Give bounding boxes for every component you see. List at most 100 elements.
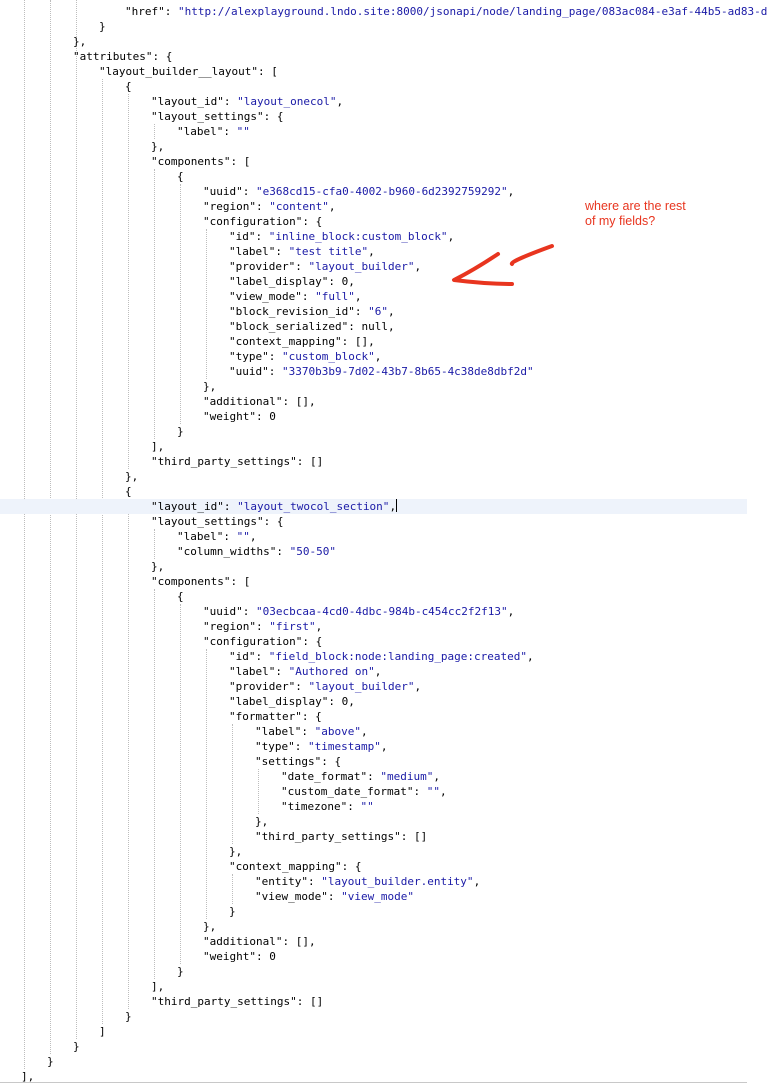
json-token: :: [307, 875, 322, 888]
code-line-content: "custom_date_format": "",: [281, 784, 447, 799]
code-line: "provider": "layout_builder",: [0, 679, 747, 694]
json-token: }: [73, 1040, 80, 1053]
json-key: "id": [229, 230, 256, 243]
code-line: ],: [0, 439, 747, 454]
json-key: "type": [255, 740, 295, 753]
code-line-content: "region": "first",: [203, 619, 322, 634]
json-key: "components": [151, 155, 231, 168]
json-key: "uuid": [203, 605, 243, 618]
json-token: : [],: [341, 335, 375, 348]
code-line-content: },: [151, 559, 164, 574]
json-key: "timezone": [281, 800, 348, 813]
json-token: ,: [473, 875, 481, 888]
code-line-content: ]: [99, 1024, 106, 1039]
json-key: "label": [229, 245, 276, 258]
indent-guide: [232, 724, 233, 844]
code-line-content: "id": "field_block:node:landing_page:cre…: [229, 649, 534, 664]
code-line-content: }: [177, 424, 184, 439]
json-token: ,: [360, 725, 368, 738]
code-line-content: "weight": 0: [203, 949, 276, 964]
code-line-content: "third_party_settings": []: [255, 829, 427, 844]
code-line: "additional": [],: [0, 934, 747, 949]
code-line: {: [0, 484, 747, 499]
json-token: : [],: [282, 395, 316, 408]
indent-guide: [128, 94, 129, 469]
json-token: }: [229, 905, 236, 918]
json-token: ,: [374, 665, 382, 678]
code-line-content: }: [125, 1009, 132, 1024]
json-string-value: "view_mode": [341, 890, 414, 903]
json-string-value: "3370b3b9-7d02-43b7-8b65-4c38de8dbf2d": [282, 365, 534, 378]
code-line-content: "layout_id": "layout_onecol",: [151, 94, 343, 109]
json-token: :: [295, 260, 309, 273]
code-line-content: },: [255, 814, 268, 829]
json-token: : []: [296, 995, 324, 1008]
code-line-content: "layout_settings": {: [151, 514, 283, 529]
json-token: :: [301, 725, 315, 738]
json-key: "view_mode": [255, 890, 328, 903]
code-line: },: [0, 844, 747, 859]
indent-guide: [258, 769, 259, 814]
code-line-content: {: [125, 484, 132, 499]
json-token: : {: [302, 635, 323, 648]
code-line: "configuration": {: [0, 634, 747, 649]
code-line: }: [0, 964, 747, 979]
json-token: : {: [263, 110, 284, 123]
indent-guide: [102, 79, 103, 1024]
json-token: ,: [527, 650, 534, 663]
json-string-value: "content": [269, 200, 329, 213]
json-token: {: [177, 170, 184, 183]
json-key: "label": [177, 125, 224, 138]
json-token: ,: [368, 245, 375, 258]
code-line: },: [0, 919, 747, 934]
code-line: "additional": [],: [0, 394, 747, 409]
indent-guide: [50, 0, 51, 1054]
json-key: "custom_date_format": [281, 785, 414, 798]
code-line-content: "provider": "layout_builder",: [229, 259, 421, 274]
code-line-content: "uuid": "03ecbcaa-4cd0-4dbc-984b-c454cc2…: [203, 604, 514, 619]
code-line-content: "third_party_settings": []: [151, 994, 323, 1009]
code-line: },: [0, 139, 747, 154]
code-line: },: [0, 814, 747, 829]
code-line-content: "region": "content",: [203, 199, 335, 214]
code-line-content: "additional": [],: [203, 394, 316, 409]
json-string-value: "inline_block:custom_block": [268, 230, 448, 243]
code-line-content: },: [203, 919, 216, 934]
json-key: "id": [229, 650, 256, 663]
json-string-value: "e368cd15-cfa0-4002-b960-6d2392759292": [256, 185, 508, 198]
json-token: ,: [414, 680, 422, 693]
json-token: ,: [439, 785, 447, 798]
json-key: "layout_id": [151, 95, 224, 108]
json-token: 0: [269, 950, 276, 963]
code-line: "label_display": 0,: [0, 274, 747, 289]
code-line-content: "context_mapping": [],: [229, 334, 375, 349]
json-token: },: [151, 140, 165, 153]
json-token: : {: [321, 755, 342, 768]
code-line: "column_widths": "50-50": [0, 544, 747, 559]
json-token: : [: [230, 575, 251, 588]
code-line: {: [0, 169, 747, 184]
json-string-value: "": [236, 125, 250, 138]
code-line-content: "third_party_settings": []: [151, 454, 323, 469]
code-line: "id": "inline_block:custom_block",: [0, 229, 747, 244]
json-token: ,: [374, 350, 382, 363]
code-line: ],: [0, 979, 747, 994]
code-line: "uuid": "03ecbcaa-4cd0-4dbc-984b-c454cc2…: [0, 604, 747, 619]
code-line: "view_mode": "full",: [0, 289, 747, 304]
json-string-value: "field_block:node:landing_page:created": [268, 650, 528, 663]
code-line-content: "view_mode": "full",: [229, 289, 361, 304]
json-key: "weight": [203, 950, 256, 963]
code-line: "timezone": "": [0, 799, 747, 814]
json-key: "provider": [229, 260, 296, 273]
code-line: "id": "field_block:node:landing_page:cre…: [0, 649, 747, 664]
json-token: :: [255, 410, 270, 423]
code-line-content: "components": [: [151, 154, 250, 169]
code-line: "label": "",: [0, 529, 747, 544]
json-token: :: [413, 785, 427, 798]
json-key: "third_party_settings": [151, 995, 297, 1008]
code-line: "region": "first",: [0, 619, 747, 634]
code-line-content: "type": "timestamp",: [255, 739, 387, 754]
json-key: "label": [255, 725, 302, 738]
indent-guide: [154, 589, 155, 979]
json-token: },: [255, 815, 269, 828]
